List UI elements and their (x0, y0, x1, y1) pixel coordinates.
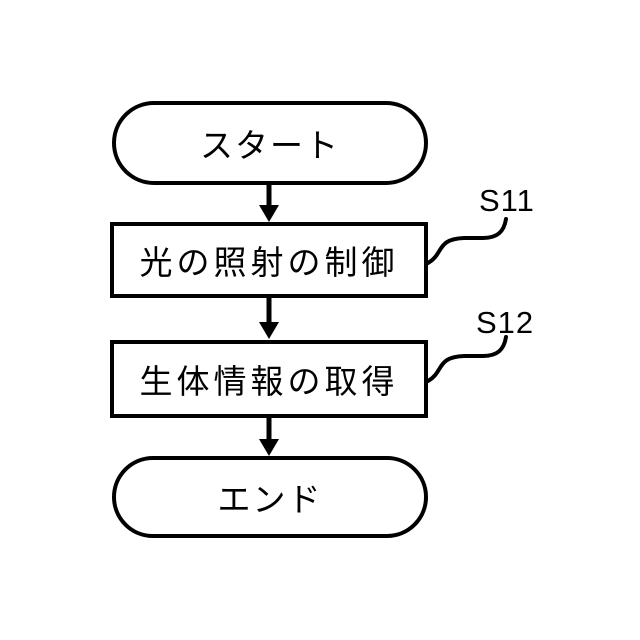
node-process-s11: 光の照射の制御 (110, 222, 428, 298)
arrow-s11-to-s12 (259, 298, 279, 339)
step-reference-s12: S12 (476, 305, 535, 340)
arrow-start-to-s11 (259, 185, 279, 222)
node-start-terminal: スタート (112, 101, 428, 185)
arrowhead-down-icon (259, 439, 279, 456)
process-s12-label: 生体情報の取得 (139, 363, 399, 400)
step-reference-s11: S11 (479, 183, 535, 218)
arrowhead-down-icon (259, 205, 279, 222)
arrow-s12-to-end (259, 418, 279, 456)
start-terminal-label: スタート (200, 127, 340, 164)
leader-line-s12 (426, 335, 508, 383)
node-process-s12: 生体情報の取得 (110, 340, 428, 418)
arrowhead-down-icon (259, 322, 279, 339)
leader-line-s11 (426, 217, 508, 265)
process-s11-label: 光の照射の制御 (139, 244, 399, 281)
node-end-terminal: エンド (112, 456, 428, 538)
end-terminal-label: エンド (217, 481, 323, 518)
